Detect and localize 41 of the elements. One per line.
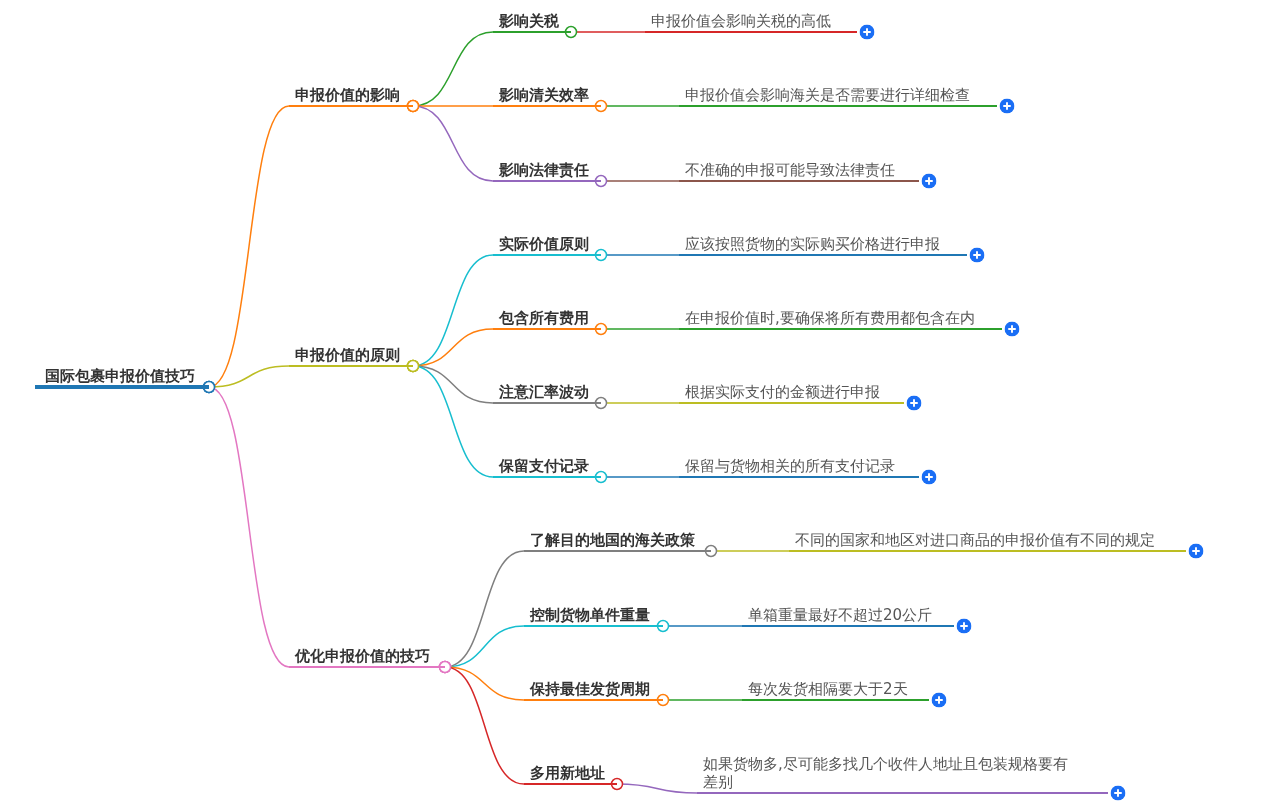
branch-topic: 注意汇率波动: [493, 383, 601, 409]
branch-topic: 了解目的地国的海关政策: [524, 531, 711, 557]
leaf-topic: 根据实际支付的金额进行申报: [679, 383, 904, 409]
branch-topic: 申报价值的原则: [289, 346, 413, 372]
branch-topic: 申报价值的影响: [289, 86, 413, 112]
branch-line: [438, 660, 525, 785]
branch-line: [656, 619, 743, 633]
leaf-topic: 在申报价值时,要确保将所有费用都包含在内: [679, 309, 1002, 335]
branch-line: [704, 544, 790, 558]
branch-line: [610, 777, 698, 794]
branch-topic: 包含所有费用: [493, 309, 601, 335]
leaf-topic: 不同的国家和地区对进口商品的申报价值有不同的规定: [789, 531, 1186, 557]
branch-line: [564, 25, 646, 39]
leaf-topic: 如果货物多,尽可能多找几个收件人地址且包装规格要有差别: [697, 755, 1108, 799]
root-topic: 国际包裹申报价值技巧: [35, 367, 209, 393]
leaf-topic: 申报价值会影响关税的高低: [645, 12, 857, 38]
branch-topic: 影响法律责任: [493, 161, 601, 187]
branch-line: [656, 693, 743, 707]
branch-topic: 控制货物单件重量: [524, 606, 663, 632]
branch-line: [594, 174, 680, 188]
leaf-topic: 每次发货相隔要大于2天: [742, 680, 929, 706]
branch-line: [594, 396, 680, 410]
branch-topic: 多用新地址: [524, 764, 617, 790]
branch-line: [594, 99, 680, 113]
branch-line: [202, 380, 290, 668]
branch-topic: 影响关税: [493, 12, 571, 38]
leaf-topic: 应该按照货物的实际购买价格进行申报: [679, 235, 967, 261]
branch-topic: 保留支付记录: [493, 457, 601, 483]
branch-topic: 影响清关效率: [493, 86, 601, 112]
leaf-topic: 保留与货物相关的所有支付记录: [679, 457, 919, 483]
leaf-topic: 不准确的申报可能导致法律责任: [679, 161, 919, 187]
leaf-topic: 单箱重量最好不超过20公斤: [742, 606, 954, 632]
branch-topic: 优化申报价值的技巧: [289, 647, 445, 673]
branch-line: [406, 359, 494, 478]
branch-line: [594, 470, 680, 484]
branch-line: [594, 248, 680, 262]
branch-topic: 保持最佳发货周期: [524, 680, 663, 706]
branch-line: [406, 99, 494, 182]
branch-line: [594, 322, 680, 336]
leaf-topic: 申报价值会影响海关是否需要进行详细检查: [679, 86, 997, 112]
branch-topic: 实际价值原则: [493, 235, 601, 261]
